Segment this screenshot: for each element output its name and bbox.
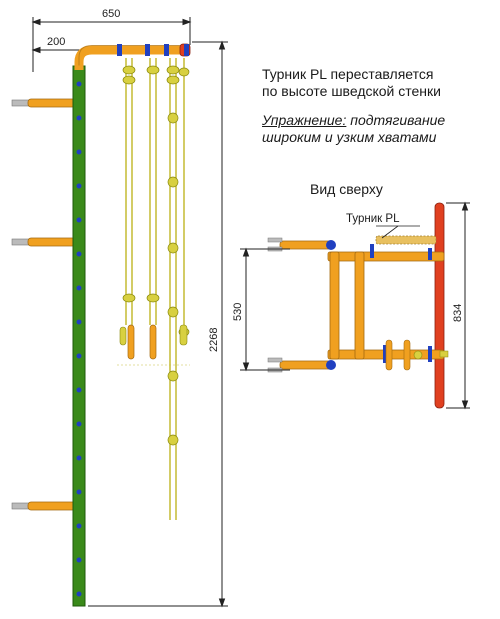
dimension-834 (446, 201, 470, 410)
rope-handles (119, 324, 188, 360)
dim-label-200: 200 (47, 36, 65, 48)
pipe-clamps (117, 44, 189, 56)
exercise-text: подтягивание (346, 112, 446, 128)
top-view-frame (279, 235, 445, 370)
pole-rungs (76, 81, 82, 597)
bar-label-leader (381, 225, 399, 239)
top-view-red-bar (434, 202, 445, 409)
top-view-bar-label: Турник PL (346, 213, 400, 225)
exercise-line-2: широким и узким хватами (262, 129, 437, 145)
top-view-handles (385, 339, 449, 371)
rope-knots (122, 65, 190, 446)
note-line-1: Турник PL переставляется (262, 66, 434, 82)
top-view-title: Вид сверху (310, 181, 383, 197)
wall-brackets (11, 98, 77, 511)
note-line-2: по высоте шведской стенки (262, 83, 441, 99)
dim-label-834: 834 (452, 304, 464, 322)
dimension-530 (240, 247, 290, 372)
dim-label-2268: 2268 (208, 328, 220, 352)
dim-label-530: 530 (232, 303, 244, 321)
dimension-2268 (88, 40, 228, 608)
exercise-line-1: Упражнение: подтягивание (262, 112, 445, 129)
dimension-650 (31, 17, 192, 72)
dim-label-650: 650 (102, 8, 120, 20)
ropes (125, 58, 185, 520)
exercise-label: Упражнение: (262, 112, 347, 128)
